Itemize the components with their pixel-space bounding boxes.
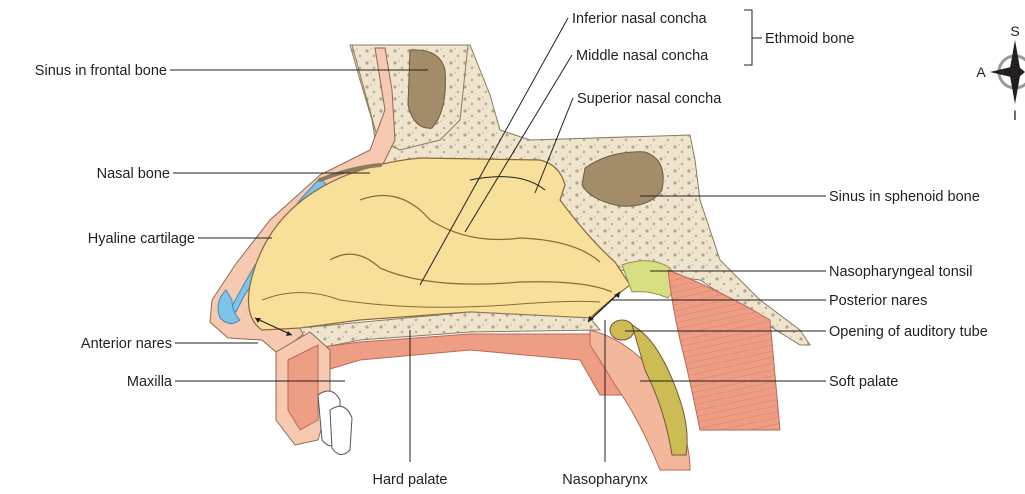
label-auditory-tube: Opening of auditory tube: [829, 324, 988, 340]
label-maxilla: Maxilla: [127, 374, 173, 390]
ethmoid-bracket: [744, 10, 762, 65]
label-sinus-sphenoid: Sinus in sphenoid bone: [829, 189, 980, 205]
palate-mucosa: [300, 334, 640, 395]
maxilla-front: [288, 345, 318, 430]
label-hyaline-cartilage: Hyaline cartilage: [88, 231, 195, 247]
label-sinus-frontal: Sinus in frontal bone: [35, 63, 167, 79]
compass-anterior: A: [976, 64, 986, 80]
compass-superior: S: [1010, 23, 1019, 39]
label-soft-palate: Soft palate: [829, 374, 898, 390]
label-nasopharynx: Nasopharynx: [562, 472, 648, 488]
label-hard-palate: Hard palate: [373, 472, 448, 488]
label-ethmoid-bone: Ethmoid bone: [765, 31, 854, 47]
label-inferior-concha: Inferior nasal concha: [572, 11, 708, 27]
compass-inferior: I: [1013, 107, 1017, 123]
label-superior-concha: Superior nasal concha: [577, 91, 722, 107]
compass-icon: [990, 40, 1025, 104]
label-nasopharyngeal-tonsil: Nasopharyngeal tonsil: [829, 264, 972, 280]
auditory-tube-opening: [610, 320, 634, 340]
nasopharyngeal-tonsil: [622, 261, 675, 298]
label-middle-concha: Middle nasal concha: [576, 48, 709, 64]
label-nasal-bone: Nasal bone: [97, 166, 170, 182]
label-posterior-nares: Posterior nares: [829, 293, 927, 309]
incisor-tooth-2: [330, 406, 352, 454]
frontal-sinus: [408, 50, 445, 128]
label-anterior-nares: Anterior nares: [81, 336, 172, 352]
